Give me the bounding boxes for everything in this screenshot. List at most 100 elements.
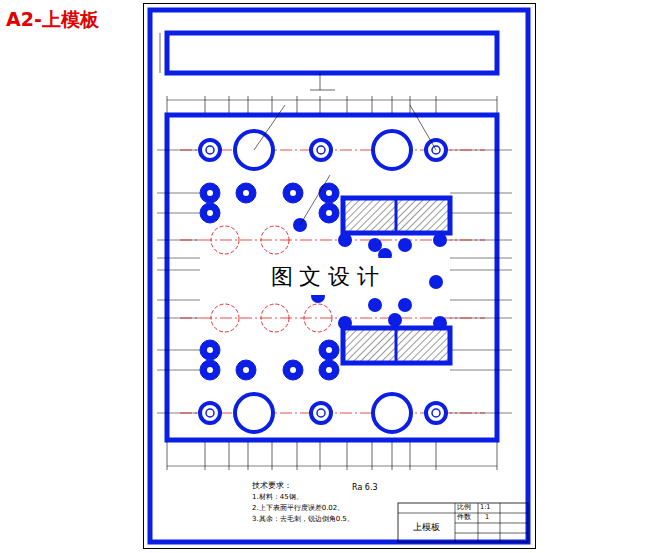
dimension-line — [272, 96, 273, 113]
leader-line — [254, 105, 285, 150]
dimension-line — [157, 270, 200, 271]
bolt-hole — [207, 347, 213, 353]
hidden-hole — [211, 226, 239, 254]
dimension-line — [372, 96, 373, 113]
sheet-title: A2-上模板 — [6, 9, 99, 30]
table-cell: 1 — [485, 514, 489, 521]
pin-hole — [388, 313, 402, 327]
insert-pocket — [343, 198, 450, 233]
note-heading: 技术要求： — [252, 482, 292, 491]
bolt-hole — [283, 360, 303, 380]
dimension-line — [205, 96, 206, 113]
watermark-box: 图 文 设 计 — [232, 258, 418, 295]
title-block — [500, 503, 501, 542]
pin-hole — [433, 233, 447, 247]
guide-bush-hole — [235, 394, 273, 432]
dimension-line — [248, 96, 249, 113]
dimension-line — [450, 213, 512, 214]
dimension-line — [157, 370, 200, 371]
side-view — [167, 33, 497, 73]
leader-line — [310, 90, 335, 91]
bolt-hole — [236, 183, 256, 203]
table-cell: 1:1 — [480, 504, 490, 511]
dimension-line — [229, 96, 230, 113]
dimension-line — [157, 193, 200, 194]
screw-hole — [206, 146, 214, 154]
dimension-line — [297, 96, 298, 113]
bolt-hole — [200, 360, 220, 380]
dimension-line — [167, 100, 497, 101]
note-text: 3.其余：去毛刺，锐边倒角0.5。 — [252, 516, 354, 524]
screw-hole — [200, 140, 220, 160]
bolt-hole — [207, 367, 213, 373]
insert-pocket — [395, 198, 398, 233]
dimension-line — [160, 33, 161, 73]
hidden-hole — [211, 304, 239, 332]
title-block — [478, 503, 479, 542]
pin-hole — [338, 233, 352, 247]
bolt-hole — [290, 190, 296, 196]
pin-hole — [429, 275, 443, 289]
dimension-line — [157, 213, 200, 214]
insert-pocket — [395, 328, 398, 363]
dimension-line — [450, 350, 512, 351]
screw-hole — [200, 403, 220, 423]
leader-line — [300, 175, 330, 225]
pin-hole — [398, 238, 412, 252]
dimension-line — [450, 193, 512, 194]
dimension-line — [392, 96, 393, 113]
bolt-hole — [207, 190, 213, 196]
dimension-line — [167, 96, 168, 113]
note-text: 2.上下表面平行度误差0.02。 — [252, 505, 344, 513]
leader-line — [410, 105, 436, 150]
pin-hole — [433, 316, 447, 330]
table-cell: 比例 — [457, 504, 471, 511]
dimension-line — [157, 258, 200, 259]
pin-hole — [338, 316, 352, 330]
bolt-hole — [243, 190, 249, 196]
bolt-hole — [319, 203, 339, 223]
dimension-line — [157, 413, 200, 414]
bolt-hole — [200, 203, 220, 223]
dimension-line — [410, 96, 411, 113]
title-block — [455, 533, 528, 534]
screw-hole — [311, 403, 331, 423]
screw-hole — [317, 409, 325, 417]
node-text: 上模板 — [413, 521, 440, 534]
bolt-hole — [243, 367, 249, 373]
title-block — [398, 513, 455, 514]
dimension-line — [167, 466, 497, 467]
title-block — [398, 503, 528, 542]
pin-hole — [398, 298, 412, 312]
bolt-hole — [236, 360, 256, 380]
node-text: 图 文 设 计 — [271, 262, 380, 292]
bolt-hole — [326, 210, 332, 216]
dimension-line — [436, 96, 437, 113]
pin-hole — [368, 238, 382, 252]
bolt-hole — [200, 340, 220, 360]
bolt-hole — [290, 367, 296, 373]
title-cell: 上模板 — [399, 514, 454, 541]
screw-hole — [206, 409, 214, 417]
dimension-line — [450, 300, 512, 301]
dimension-line — [450, 258, 512, 259]
outer-frame — [144, 4, 536, 549]
bolt-hole — [283, 183, 303, 203]
hidden-hole — [261, 304, 289, 332]
bolt-hole — [319, 183, 339, 203]
roughness-symbol: Ra 6.3 — [352, 484, 378, 493]
bolt-hole — [326, 347, 332, 353]
dimension-line — [450, 270, 512, 271]
hidden-hole — [261, 226, 289, 254]
screw-hole — [317, 146, 325, 154]
dimension-line — [450, 370, 512, 371]
bolt-hole — [326, 190, 332, 196]
dimension-line — [157, 240, 200, 241]
title-block — [455, 523, 528, 524]
bolt-hole — [319, 360, 339, 380]
title-block — [455, 503, 456, 542]
dimension-line — [157, 300, 200, 301]
hidden-hole — [304, 304, 332, 332]
dimension-line — [320, 96, 321, 113]
